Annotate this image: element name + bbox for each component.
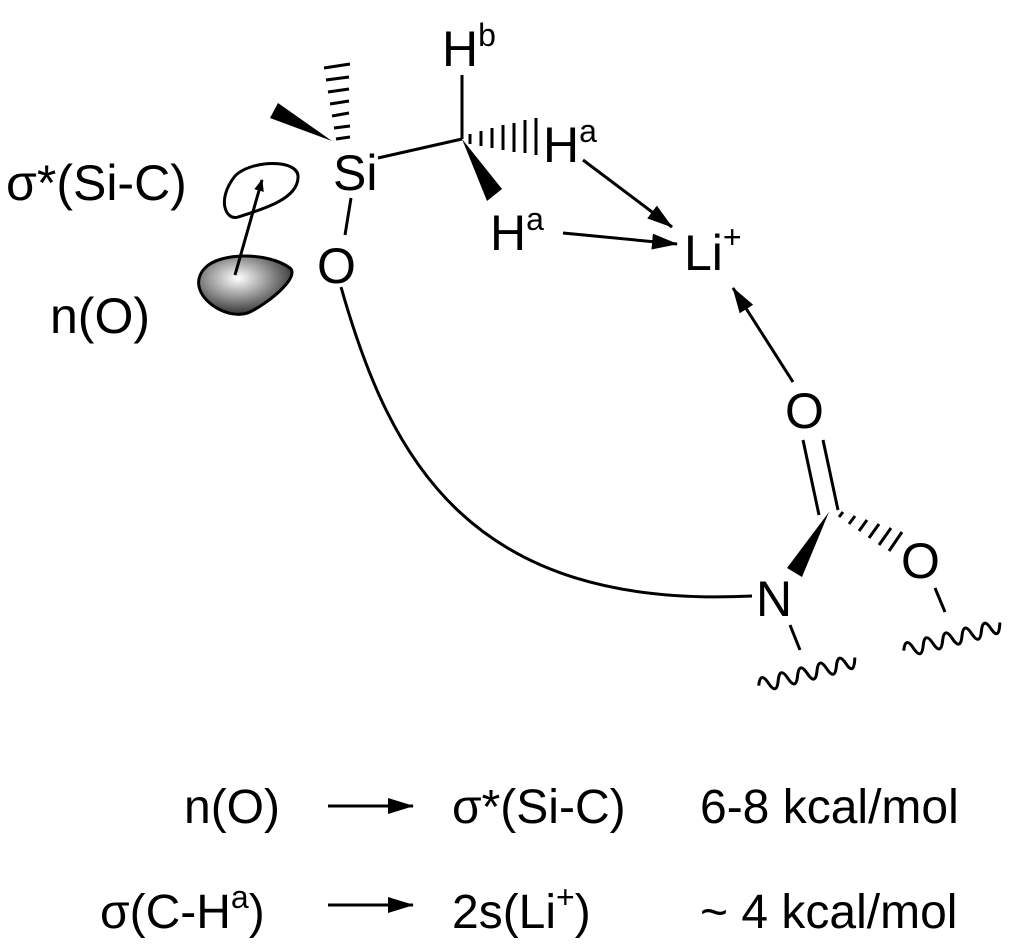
equation-2-energy: ~ 4 kcal/mol: [700, 886, 957, 939]
sigma-star-orbital-shape: [222, 162, 300, 219]
si-oxygen-bond: [343, 197, 353, 236]
ester-oxygen-label: O: [901, 533, 940, 589]
hb-atom-label: Hb: [442, 17, 496, 77]
silicon-atom-label: Si: [333, 145, 377, 201]
carbonyl-nitrogen-wedge-bond: [787, 512, 829, 577]
ester-substituent-bond: [933, 587, 947, 613]
oxygen-lone-pair-label: n(O): [50, 288, 150, 344]
arrow-ha-top-to-li: [582, 158, 673, 229]
tether-arc: [339, 286, 753, 599]
equation-1-energy: 6-8 kcal/mol: [700, 781, 959, 834]
oxygen-lone-pair-lobe: [197, 254, 294, 316]
sigma-star-label: σ*(Si-C): [6, 155, 187, 211]
equation-1-acceptor: σ*(Si-C): [452, 781, 626, 834]
carbonyl-oxygen-label: O: [785, 383, 824, 439]
si-methyl-hash-bond: [323, 62, 351, 141]
nitrogen-substituent-bond: [788, 624, 802, 651]
carbonyl-ester-hash-bond: [837, 511, 904, 552]
arrow-carbonyl-o-to-li: [731, 287, 795, 383]
nitrogen-wavy-bond: [757, 656, 857, 691]
si-carbon-bond: [377, 137, 463, 160]
nitrogen-atom-label: N: [756, 571, 792, 627]
ha-bottom-atom-label: Ha: [490, 201, 544, 261]
arrow-ha-bottom-to-li: [562, 231, 678, 250]
ha-top-atom-label: Ha: [543, 113, 597, 173]
ester-wavy-bond: [902, 621, 1002, 656]
si-methyl-wedge-bond: [270, 103, 332, 141]
equation-2-acceptor: 2s(Li+): [452, 879, 591, 939]
carbon-ha-wedge-bond: [462, 139, 502, 201]
carbon-ha-hash-bond: [468, 118, 538, 155]
equation-2-donor: σ(C-Ha): [100, 879, 265, 939]
equation-1-donor: n(O): [184, 781, 280, 834]
silyl-oxygen-label: O: [317, 238, 356, 294]
carbonyl-double-bond-a: [801, 439, 821, 516]
lithium-atom-label: Li+: [684, 219, 742, 281]
carbonyl-double-bond-b: [821, 439, 840, 511]
donation-arrow-no-to-sigma: [233, 179, 264, 276]
